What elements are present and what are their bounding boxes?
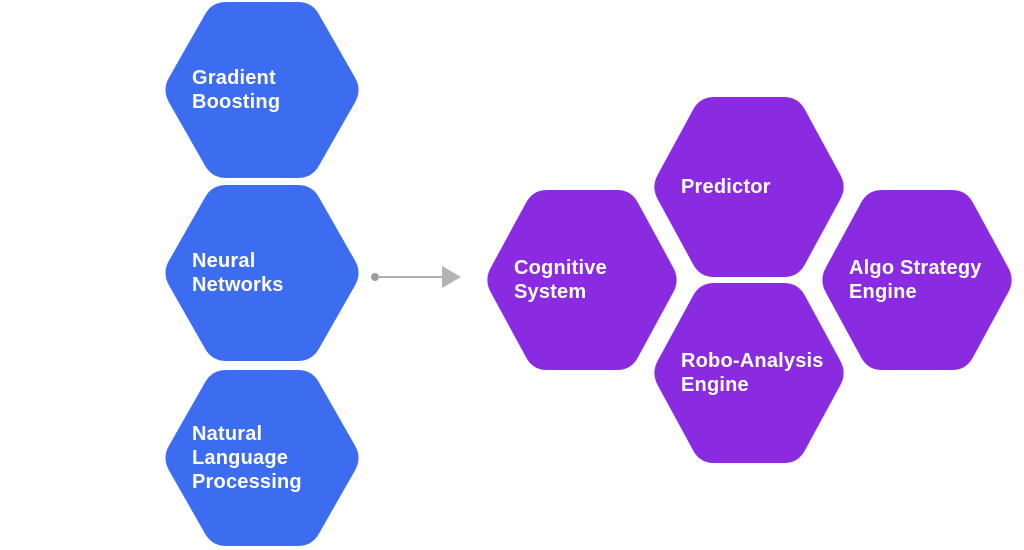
hex-node-label: Neural Networks (192, 250, 284, 296)
hex-node-label: Gradient Boosting (192, 67, 281, 113)
hexagon-shape (165, 185, 359, 361)
hex-node-predictor: Predictor (651, 97, 847, 277)
hex-node-natural-language-processing: Natural Language Processing (162, 370, 362, 546)
hex-node-robo-analysis-engine: Robo-Analysis Engine (651, 283, 847, 463)
hexagon-shape (654, 97, 844, 277)
hex-node-neural-networks: Neural Networks (162, 185, 362, 361)
arrow-start-dot (371, 273, 379, 281)
hex-node-cognitive-system: Cognitive System (484, 190, 680, 370)
hex-node-label: Natural Language Processing (192, 423, 302, 493)
hexagon-shape (822, 190, 1012, 370)
hex-node-label: Algo Strategy Engine (849, 257, 982, 303)
hex-node-label: Robo-Analysis Engine (681, 350, 824, 396)
hexagon-shape (654, 283, 844, 463)
arrow-head (442, 266, 461, 288)
hex-node-label: Cognitive System (514, 257, 607, 303)
hexagon-shape (487, 190, 677, 370)
hex-node-label: Predictor (681, 176, 771, 198)
hexagon-shape (165, 2, 359, 178)
hexagon-shape (165, 370, 359, 546)
hex-node-algo-strategy-engine: Algo Strategy Engine (819, 190, 1015, 370)
flow-arrow (371, 266, 461, 288)
hex-node-gradient-boosting: Gradient Boosting (162, 2, 362, 178)
